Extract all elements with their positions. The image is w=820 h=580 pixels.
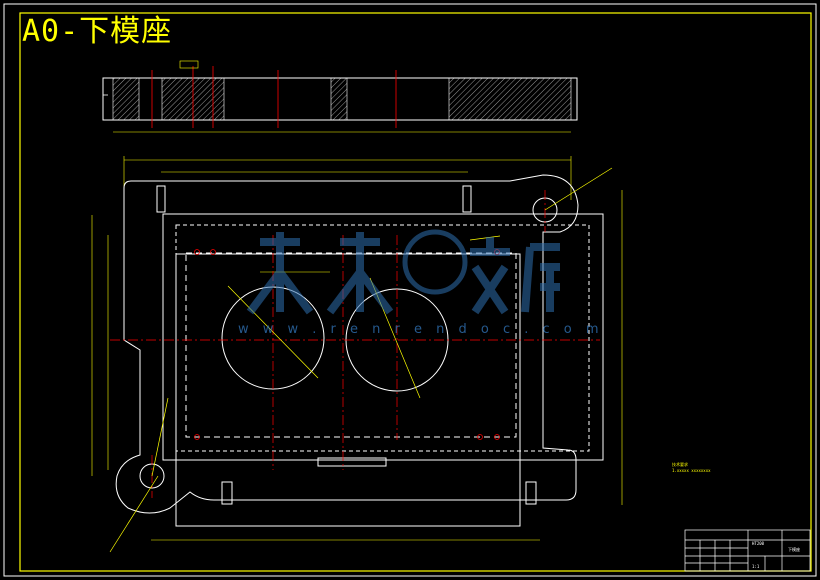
centerlines <box>110 190 600 498</box>
watermark-url: w w w . r e n r e n d o c . c o m <box>238 322 604 337</box>
title-block-drawing-no: HT200 <box>752 541 765 546</box>
section-view <box>102 60 578 133</box>
notes-line-1: 1.xxxxx xxxxxxxx <box>672 468 711 473</box>
watermark-logo <box>246 229 560 315</box>
drawing-title: A0-下模座 <box>22 14 173 49</box>
title-block: HT200 下模座 1:1 <box>684 529 811 572</box>
title-block-part-name: 下模座 <box>788 546 800 552</box>
outer-frame <box>3 3 817 577</box>
title-block-scale: 1:1 <box>752 564 760 569</box>
technical-notes: 技术要求 1.xxxxx xxxxxxxx <box>672 462 711 474</box>
inner-frame <box>19 12 812 572</box>
notes-heading: 技术要求 <box>672 462 688 467</box>
